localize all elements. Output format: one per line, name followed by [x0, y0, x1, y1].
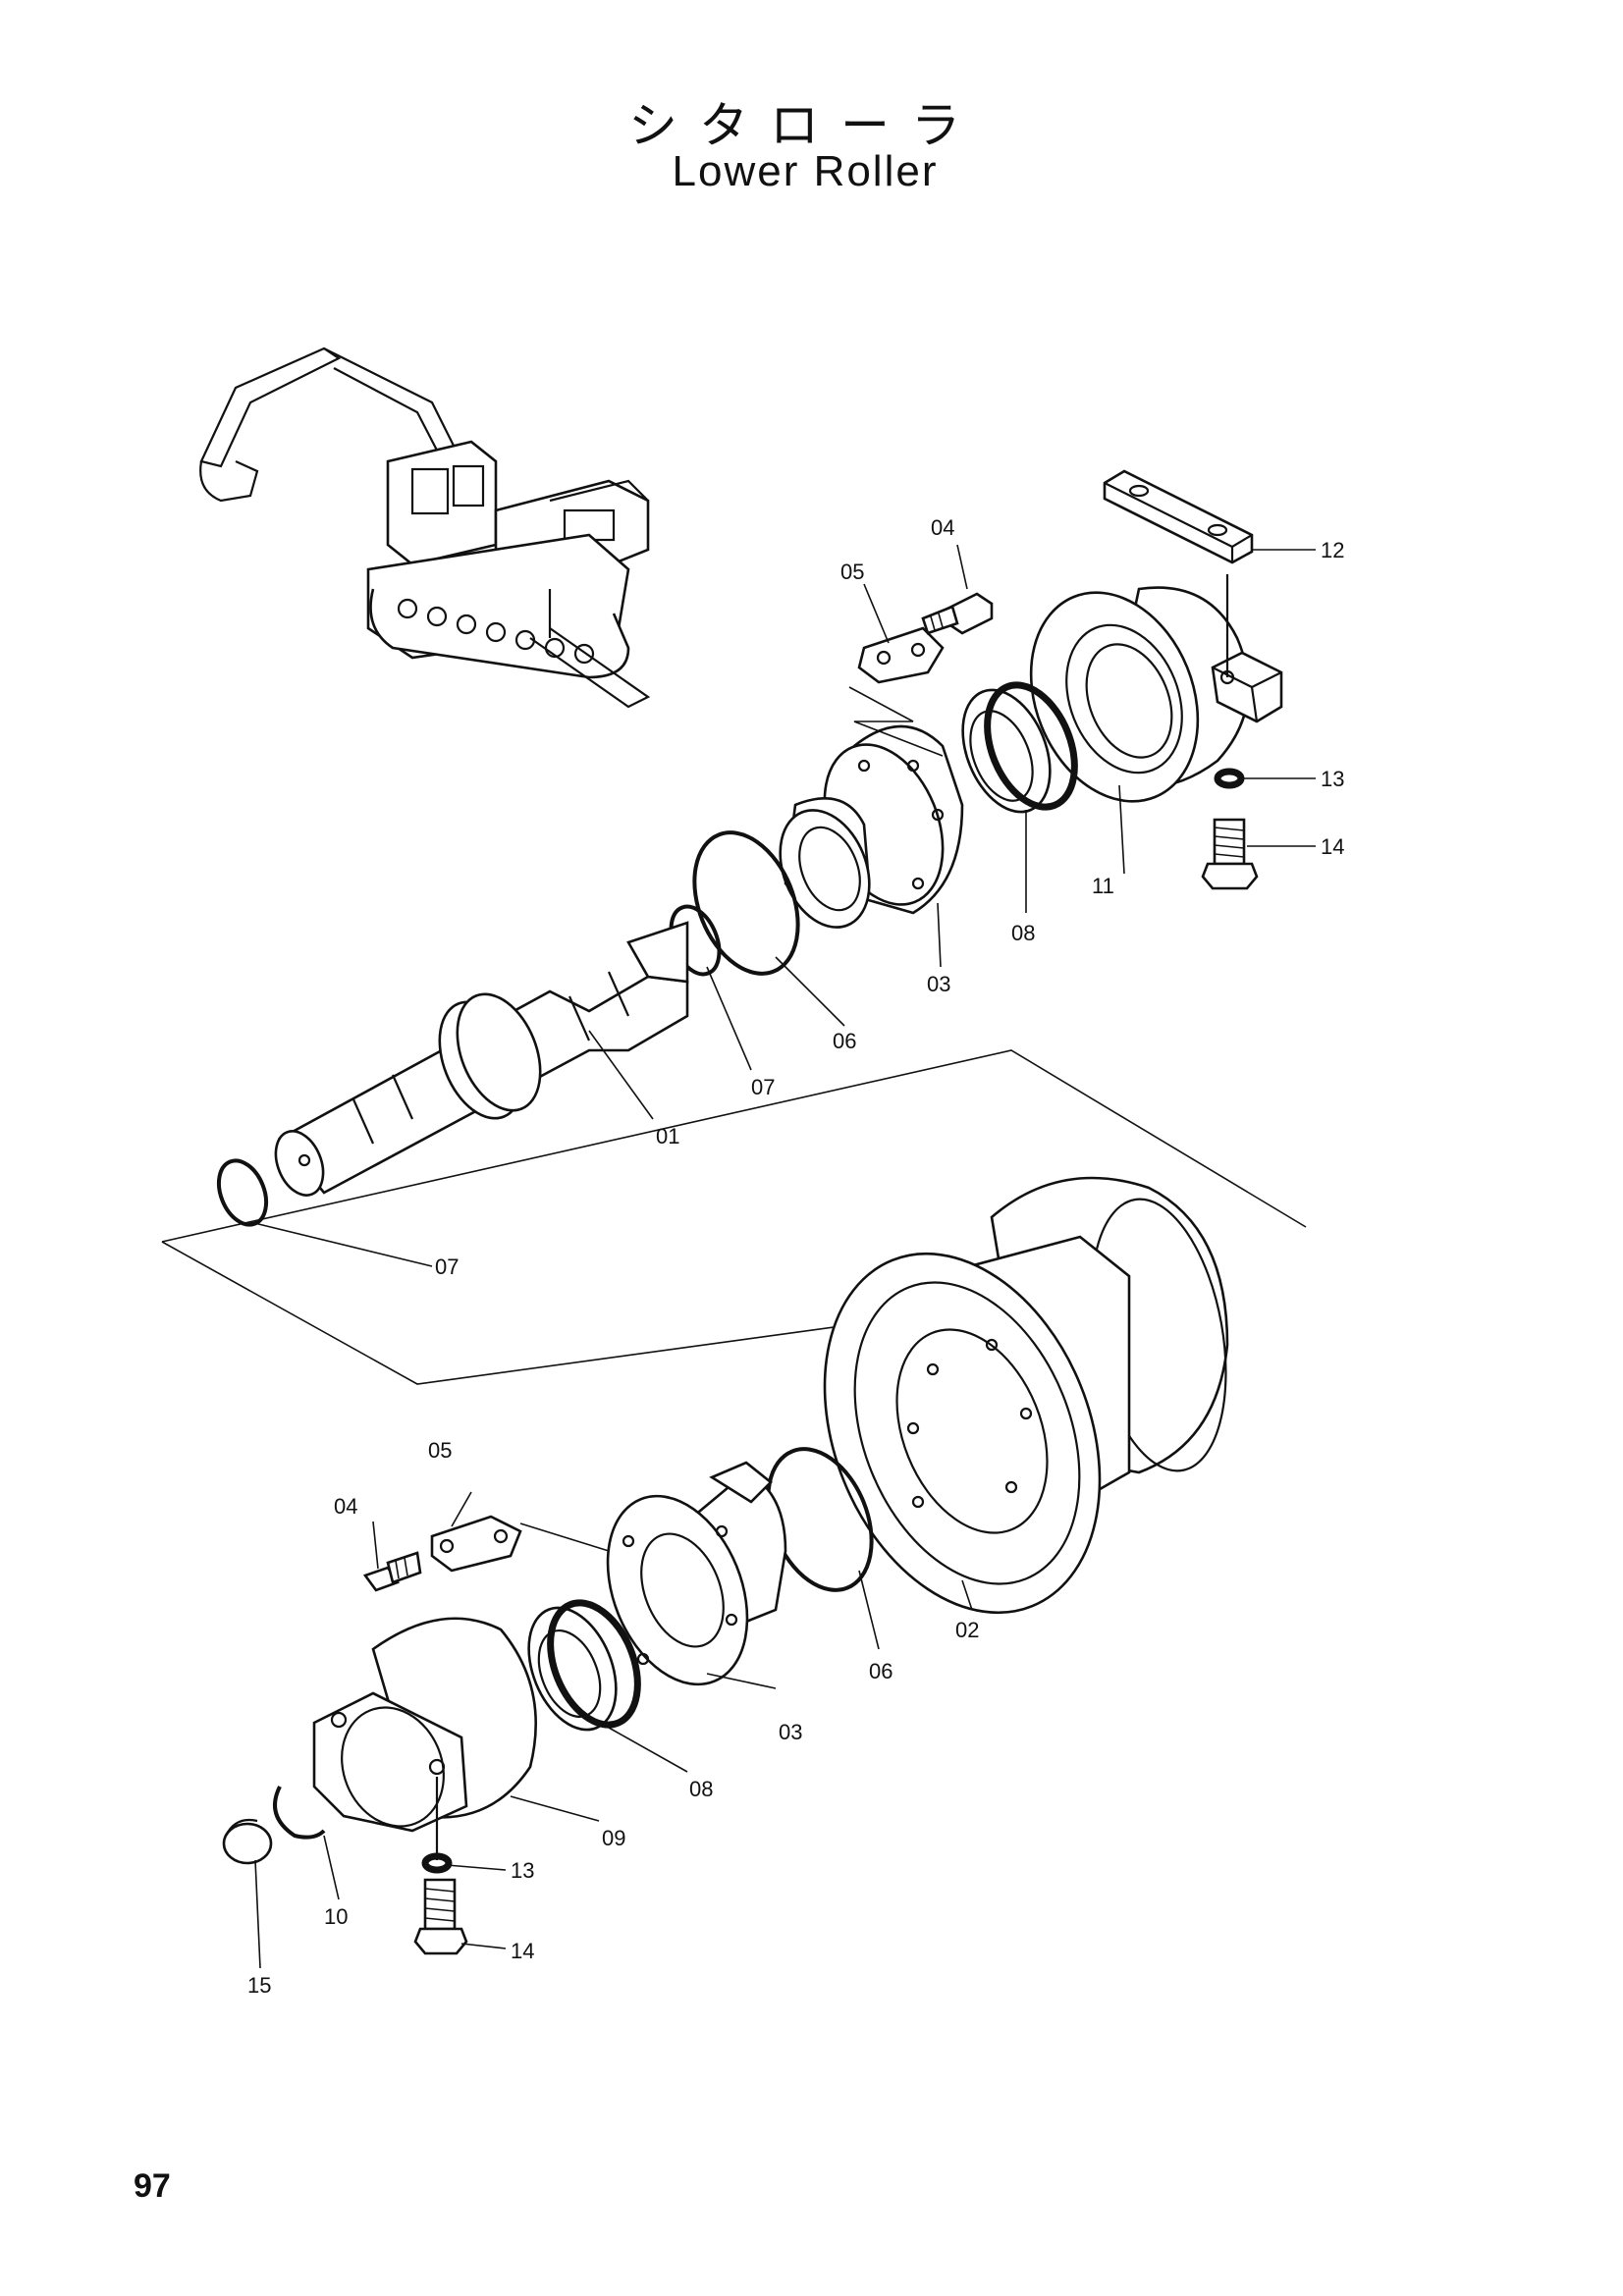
excavator-illustration: [199, 347, 651, 709]
part-08-seal-top: [961, 681, 1078, 814]
callout-04-bottom: 04: [334, 1494, 357, 1519]
callout-04-top: 04: [931, 515, 954, 540]
callout-05-top: 05: [840, 560, 864, 584]
part-05-lock-plate-bottom: [430, 1515, 522, 1573]
callout-10: 10: [324, 1904, 348, 1929]
callout-06-top: 06: [833, 1029, 856, 1053]
callout-01: 01: [656, 1124, 679, 1148]
callout-03-bottom: 03: [779, 1720, 802, 1744]
callout-06-bottom: 06: [869, 1659, 893, 1683]
part-06-oring-top: [692, 830, 800, 976]
callout-07-top: 07: [751, 1075, 775, 1099]
part-11-collar: [1029, 574, 1283, 803]
part-02-roller: [823, 1176, 1229, 1615]
part-08-seal-bottom: [527, 1599, 641, 1732]
callout-05-bottom: 05: [428, 1438, 452, 1463]
callout-11: 11: [1092, 874, 1114, 898]
callout-08-top: 08: [1011, 921, 1035, 945]
part-12-plate: [1103, 469, 1254, 564]
leader-lines: [249, 544, 1316, 1969]
part-15-cap: [222, 1818, 273, 1865]
callout-14-top: 14: [1321, 834, 1344, 859]
part-03-housing-top: [779, 724, 964, 929]
callout-03-top: 03: [927, 972, 950, 996]
part-13-washer-bottom: [421, 1852, 453, 1874]
callout-12: 12: [1321, 538, 1344, 562]
callout-09: 09: [602, 1826, 625, 1850]
part-03-housing-bottom: [606, 1461, 787, 1686]
part-04-bolt-top: [921, 592, 994, 635]
callout-07-left: 07: [435, 1255, 459, 1279]
callout-14-bottom: 14: [511, 1939, 534, 1963]
page-number: 97: [134, 2167, 171, 2205]
callout-13-top: 13: [1321, 767, 1344, 791]
page-title-english: Lower Roller: [672, 147, 939, 195]
part-01-shaft: [274, 921, 689, 1197]
page-title-japanese: シタローラ: [628, 97, 982, 154]
part-13-washer-top: [1214, 768, 1245, 789]
part-14-bolt-bottom: [413, 1878, 468, 1955]
callout-labels: 12 13 14 11 08 03 06 07 01 07 04 05 05 0…: [247, 515, 1344, 1998]
callout-08-bottom: 08: [689, 1777, 713, 1801]
part-10-snap-ring: [273, 1786, 326, 1840]
callout-13-bottom: 13: [511, 1858, 534, 1883]
callout-15: 15: [247, 1973, 271, 1998]
callout-02: 02: [955, 1618, 979, 1642]
part-09-collar: [312, 1617, 537, 1860]
part-05-lock-plate-top: [857, 626, 945, 684]
part-07-oring-left: [216, 1158, 269, 1227]
part-04-bolt-bottom: [362, 1551, 422, 1592]
part-14-bolt-top: [1201, 818, 1259, 890]
